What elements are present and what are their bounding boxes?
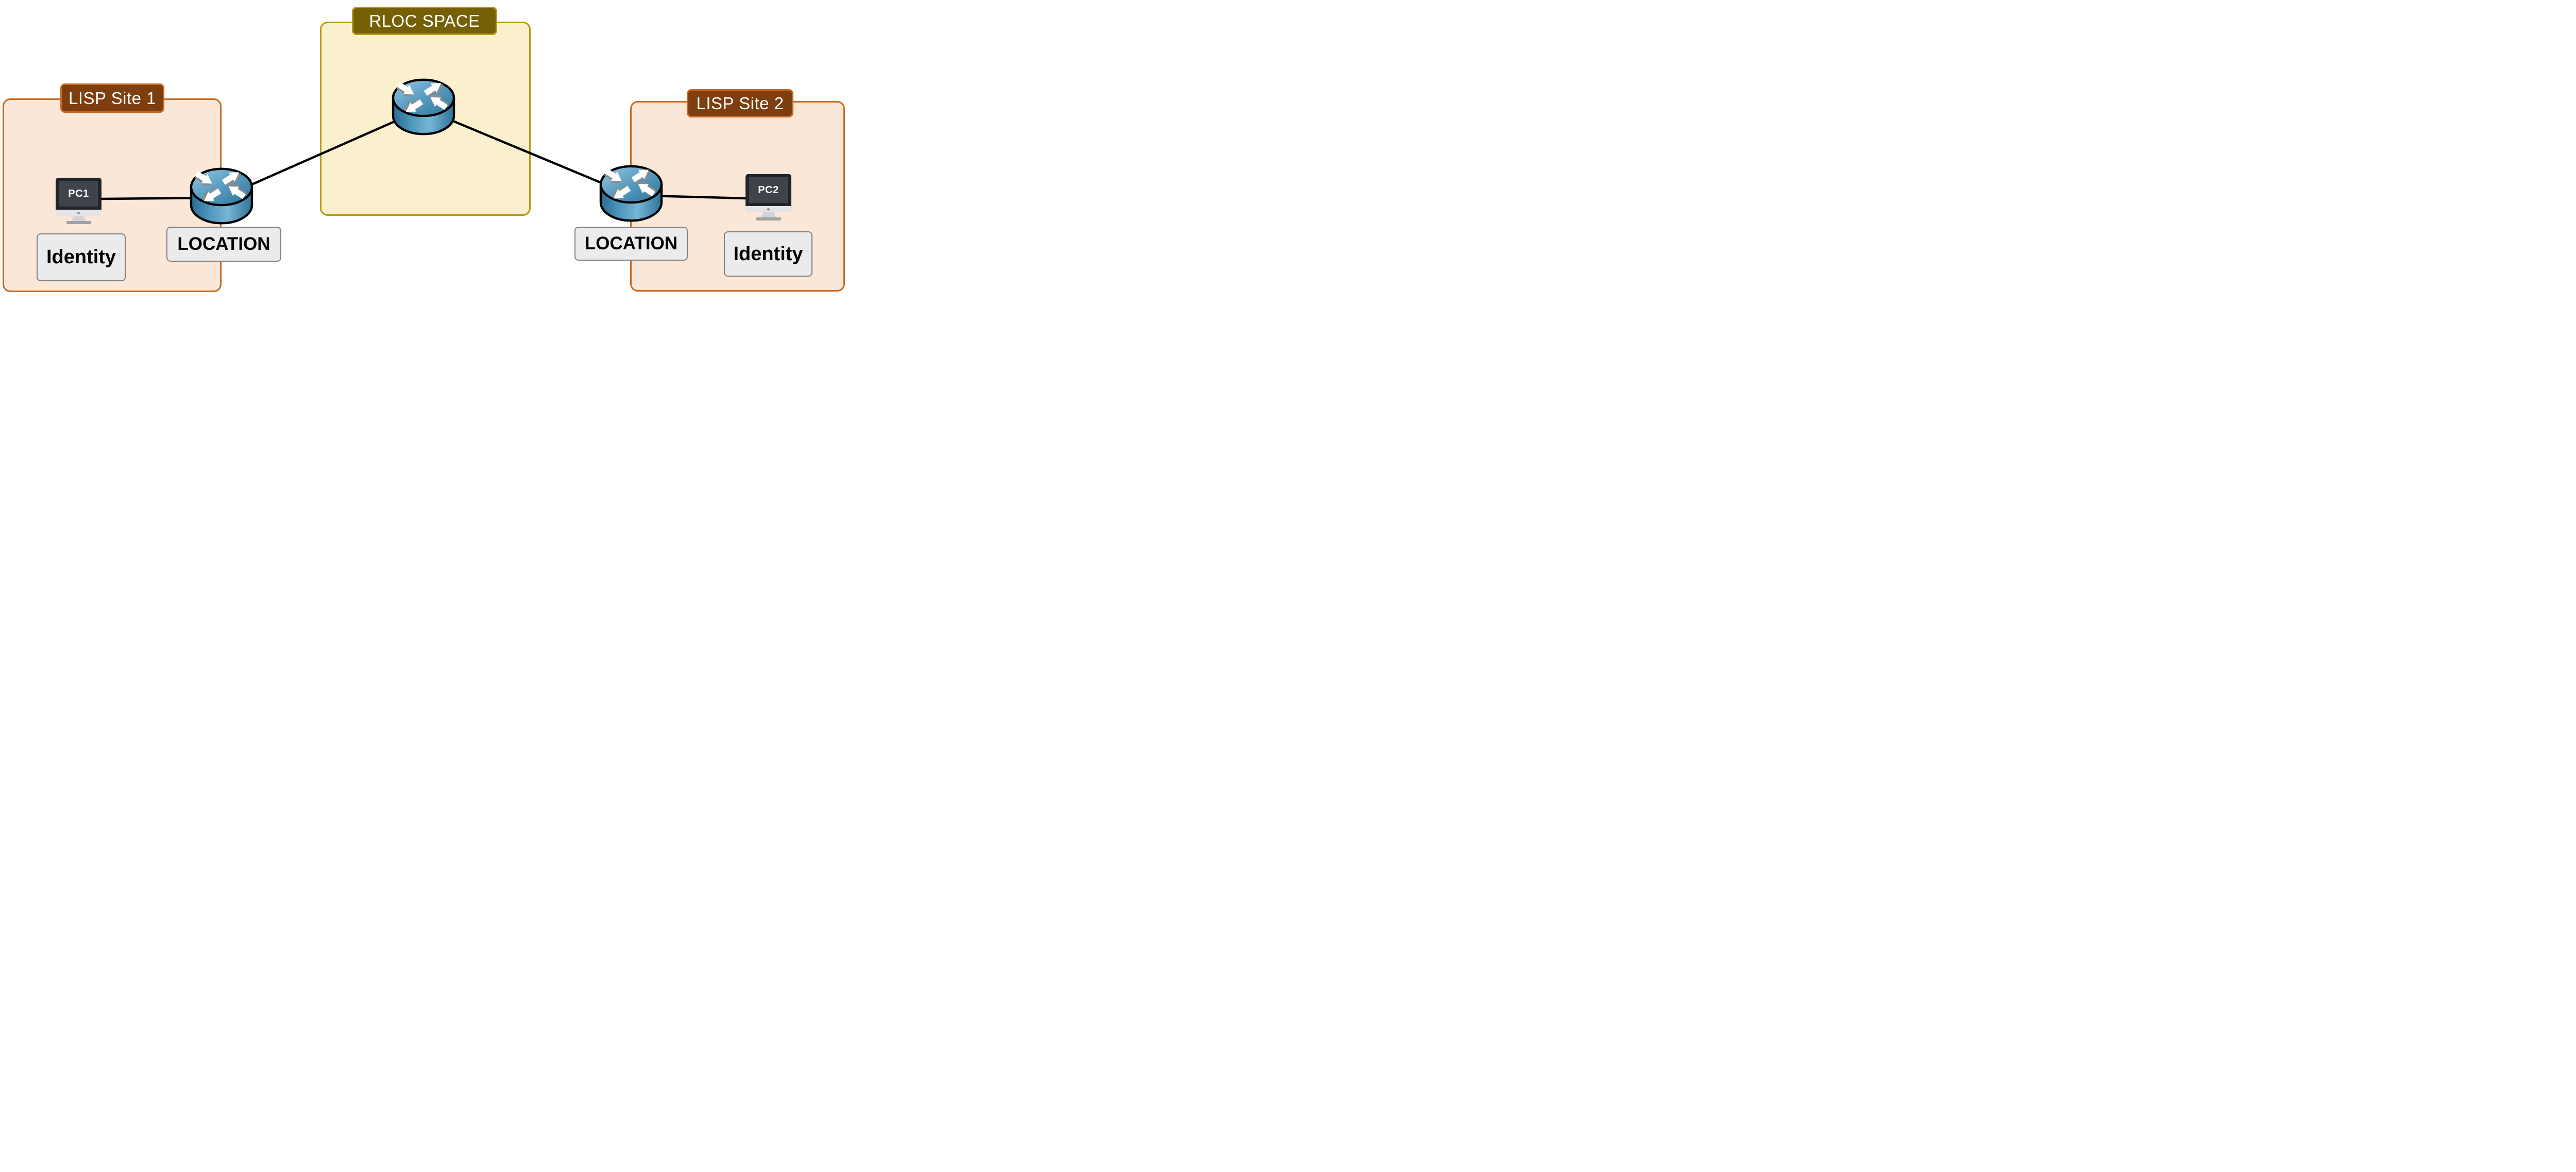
pc1-monitor-bezel: PC1 xyxy=(56,178,101,210)
pc1-stand xyxy=(71,216,86,221)
site1-identity-tag: Identity xyxy=(37,233,126,281)
router1-icon xyxy=(189,167,254,225)
pc2-icon: PC2 xyxy=(745,174,791,220)
lisp-site-1-title: LISP Site 1 xyxy=(60,83,164,113)
diagram-canvas: LISP Site 1 RLOC SPACE LISP Site 2 xyxy=(0,0,845,293)
core-router-icon xyxy=(391,78,456,136)
pc2-camera-dot-icon xyxy=(767,208,770,211)
pc1-stand-base xyxy=(66,221,91,224)
rloc-space-title: RLOC SPACE xyxy=(352,7,497,35)
pc1-icon: PC1 xyxy=(56,178,101,224)
router2-icon xyxy=(599,164,664,223)
site2-identity-tag: Identity xyxy=(724,231,812,277)
pc1-monitor-chin xyxy=(56,210,101,216)
pc2-stand xyxy=(761,212,776,217)
pc2-monitor-chin xyxy=(745,206,791,212)
pc2-screen: PC2 xyxy=(749,177,788,203)
pc1-label: PC1 xyxy=(68,188,89,199)
pc2-label: PC2 xyxy=(758,184,779,196)
site1-location-tag: LOCATION xyxy=(166,227,281,262)
pc1-screen: PC1 xyxy=(59,181,98,207)
pc2-stand-base xyxy=(756,217,781,220)
pc2-monitor-bezel: PC2 xyxy=(745,174,791,206)
site2-location-tag: LOCATION xyxy=(574,227,688,261)
pc1-camera-dot-icon xyxy=(77,211,80,214)
lisp-site-2-title: LISP Site 2 xyxy=(687,89,793,117)
